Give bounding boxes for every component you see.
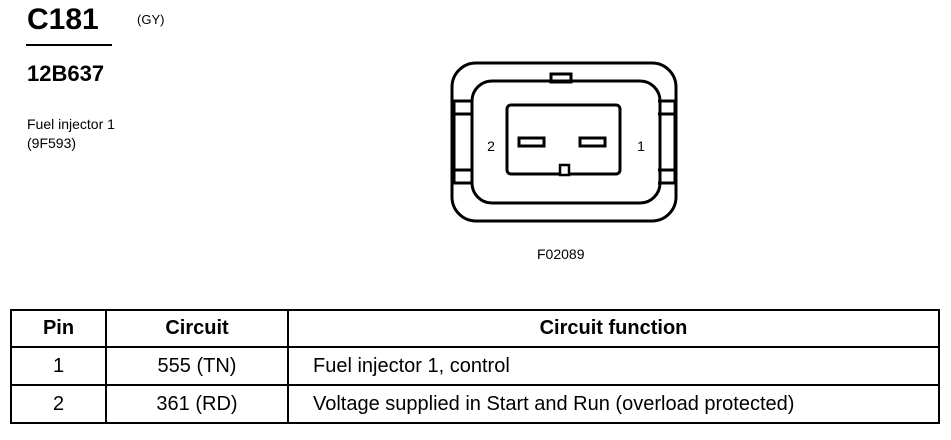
connector-left-latch (452, 99, 471, 185)
connector-top-tab (549, 72, 573, 84)
table-row: 1 555 (TN) Fuel injector 1, control (10, 346, 940, 386)
figure-code: F02089 (537, 246, 585, 262)
table-header-row: Pin Circuit Circuit function (10, 309, 940, 348)
table-row: 2 361 (RD) Voltage supplied in Start and… (10, 384, 940, 424)
pin-cell: 2 (10, 384, 107, 424)
connector-description: Fuel injector 1 (9F593) (27, 115, 115, 153)
circuit-cell: 555 (TN) (105, 346, 289, 386)
pin-2-label: 2 (487, 138, 495, 154)
circuit-function-cell: Voltage supplied in Start and Run (overl… (287, 384, 940, 424)
pin-2-slot (517, 136, 546, 148)
column-header-circuit-function: Circuit function (287, 309, 940, 348)
pin-cell: 1 (10, 346, 107, 386)
circuit-cell: 361 (RD) (105, 384, 289, 424)
connector-id-underline (26, 44, 112, 46)
cavity-key-notch (558, 163, 571, 177)
description-line-1: Fuel injector 1 (27, 116, 115, 132)
connector-inner-body (470, 79, 662, 205)
circuit-function-cell: Fuel injector 1, control (287, 346, 940, 386)
connector-id: C181 (27, 3, 99, 36)
part-number: 12B637 (27, 61, 105, 86)
description-line-2: (9F593) (27, 135, 77, 151)
connector-face-drawing: 2 1 (450, 61, 678, 223)
connector-right-latch (658, 99, 677, 185)
pin-table: Pin Circuit Circuit function 1 555 (TN) … (10, 309, 940, 424)
column-header-pin: Pin (10, 309, 107, 348)
pin-1-label: 1 (637, 138, 645, 154)
pin-1-slot (578, 136, 607, 148)
column-header-circuit: Circuit (105, 309, 289, 348)
connector-color-code: (GY) (137, 12, 165, 27)
